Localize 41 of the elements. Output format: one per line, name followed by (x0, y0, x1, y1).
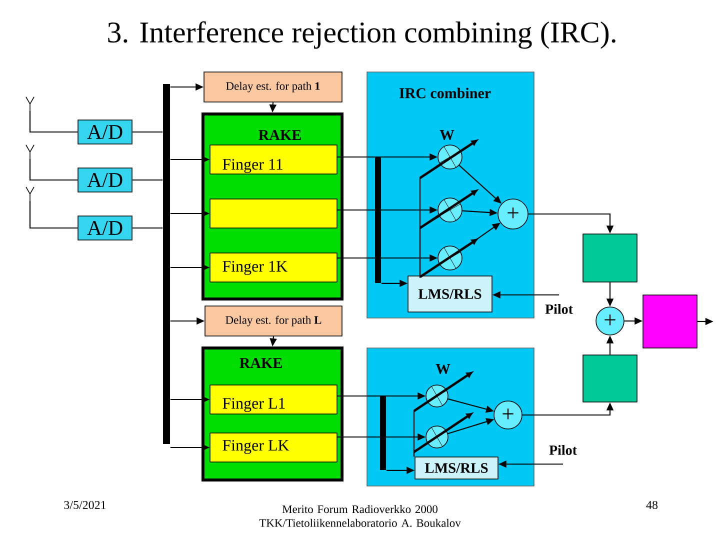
adaptive-filter-box: LMS/RLS (414, 456, 498, 480)
bus-bar (163, 84, 170, 444)
connector-line (132, 131, 163, 133)
delay-estimator-box: Delay est. for path 1 (204, 72, 342, 102)
connector-line (132, 179, 163, 181)
multiplier-circle (426, 384, 448, 408)
converter-box: A/D (78, 120, 132, 144)
finger-box: Finger L1 (210, 384, 338, 414)
connector-line (29, 158, 78, 181)
slide-title: 3. Interference rejection combining (IRC). (108, 21, 616, 49)
finger-box (210, 198, 338, 228)
pilot-label: Pilot (549, 445, 577, 455)
tap-bar (380, 396, 386, 470)
multiplier-circle (438, 198, 462, 222)
page-number: 48 (646, 500, 658, 510)
connector-line (419, 216, 440, 276)
tap-bar (375, 157, 381, 283)
footer-text: Merito Forum Radioverkko 2000 TKK/Tietoliikennelaboratorio A. Boukalov (259, 505, 461, 527)
pilot-label: Pilot (545, 304, 573, 314)
connector-line (29, 110, 78, 133)
antenna-symbol (26, 186, 34, 200)
multiplier-circle (426, 426, 448, 448)
antenna-symbol (26, 96, 34, 110)
connector-line (132, 227, 163, 229)
antenna-symbol (26, 144, 34, 158)
decision-box (642, 294, 698, 348)
connector-line (29, 200, 78, 229)
delay-estimator-box: Delay est. for path L (204, 306, 342, 336)
date-label: 3/5/2021 (64, 500, 106, 510)
multiplier-circle (438, 246, 462, 270)
finger-box: Finger 1K (210, 252, 338, 282)
adaptive-filter-box: LMS/RLS (408, 276, 492, 312)
weight-label: W (436, 364, 450, 374)
finger-box: Finger 11 (210, 144, 338, 174)
converter-box: A/D (78, 216, 132, 240)
filter-box (582, 234, 638, 282)
finger-box: Finger LK (210, 432, 338, 462)
weight-label: W (440, 130, 454, 140)
multiplier-circle (438, 144, 462, 170)
filter-box (582, 354, 638, 402)
converter-box: A/D (78, 168, 132, 192)
